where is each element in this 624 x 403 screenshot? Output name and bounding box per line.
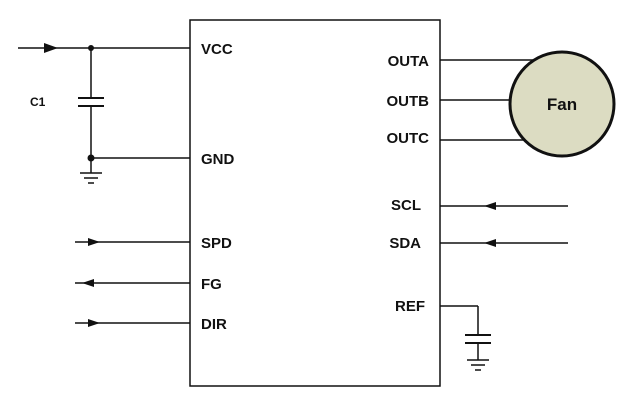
fan-motor xyxy=(508,50,616,158)
scl-arrow-icon xyxy=(484,202,496,210)
fg-output-wire xyxy=(75,279,190,287)
dir-arrow-icon xyxy=(88,319,100,327)
ic-body xyxy=(189,19,441,387)
fg-arrow-icon xyxy=(82,279,94,287)
pin-label-outb: OUTB xyxy=(387,93,430,110)
ground-symbol-right xyxy=(467,359,489,371)
vcc-input-arrow-icon xyxy=(44,43,58,53)
sda-input-wire xyxy=(440,239,568,247)
scl-input-wire xyxy=(440,202,568,210)
pin-label-spd: SPD xyxy=(201,235,232,252)
capacitor-c1-label: C1 xyxy=(30,95,46,109)
ground-symbol-left xyxy=(80,158,102,184)
pin-label-sda: SDA xyxy=(389,235,421,252)
spd-arrow-icon xyxy=(88,238,100,246)
pin-label-vcc: VCC xyxy=(201,41,233,58)
pin-label-outa: OUTA xyxy=(388,53,430,70)
fan-label: Fan xyxy=(547,95,577,114)
vcc-input-wire xyxy=(18,43,190,53)
pin-label-fg: FG xyxy=(201,276,222,293)
spd-input-wire xyxy=(75,238,190,246)
pin-label-scl: SCL xyxy=(391,197,421,214)
sda-arrow-icon xyxy=(484,239,496,247)
ref-capacitor xyxy=(440,305,491,360)
pin-label-outc: OUTC xyxy=(387,130,430,147)
capacitor-c1 xyxy=(78,45,104,162)
pin-label-ref: REF xyxy=(395,298,425,315)
pin-label-gnd: GND xyxy=(201,151,235,168)
dir-input-wire xyxy=(75,319,190,327)
pin-label-dir: DIR xyxy=(201,316,227,333)
